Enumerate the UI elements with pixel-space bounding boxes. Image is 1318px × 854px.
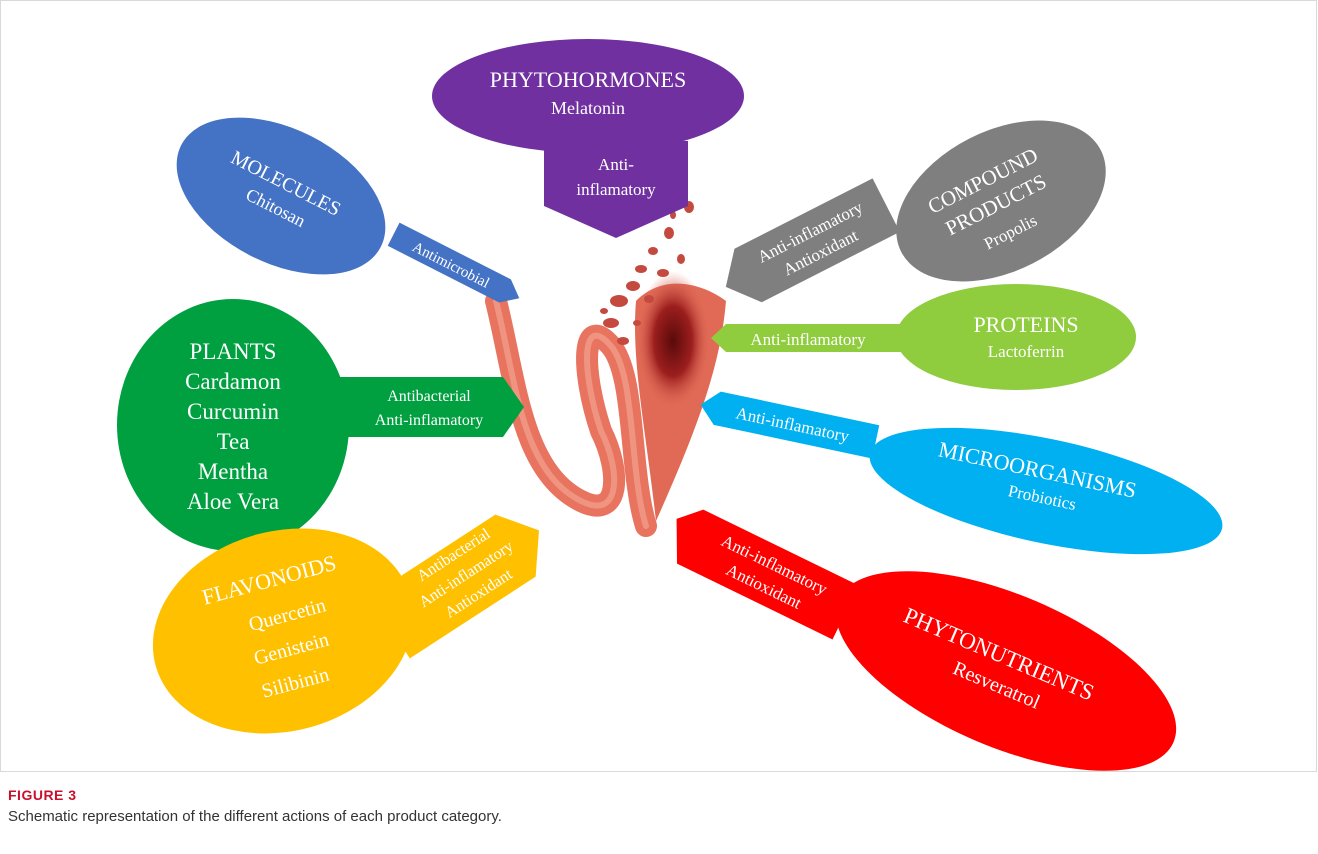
proteins-item: Lactoferrin [988, 342, 1065, 361]
plants-item-2: Curcumin [187, 399, 279, 424]
figure-frame: PHYTOHORMONES Melatonin Anti- inflamator… [0, 0, 1317, 772]
plants-action-1: Antibacterial [387, 388, 471, 405]
figure-caption: Schematic representation of the differen… [8, 808, 502, 825]
category-compound-products: Anti-inflamatory Antioxidant COMPOUND PR… [712, 88, 1132, 314]
plants-item-1: Cardamon [185, 369, 281, 394]
flavonoids-bubble [130, 500, 437, 762]
category-plants: Antibacterial Anti-inflamatory PLANTS Ca… [117, 299, 524, 551]
category-proteins: Anti-inflamatory PROTEINS Lactoferrin [711, 284, 1136, 390]
proteins-bubble [896, 284, 1136, 390]
plants-item-3: Tea [217, 429, 250, 454]
compound-products-arrow [712, 178, 900, 313]
figure-label: FIGURE 3 [8, 787, 77, 803]
proteins-title: PROTEINS [973, 312, 1078, 337]
proteins-action: Anti-inflamatory [750, 330, 866, 349]
phytonutrients-arrow [659, 501, 859, 640]
phytohormones-action-1: Anti- [598, 155, 634, 174]
phytohormones-item: Melatonin [551, 98, 625, 118]
phytohormones-action-2: inflamatory [576, 180, 656, 199]
plants-title: PLANTS [190, 339, 277, 364]
plants-item-4: Mentha [198, 459, 268, 484]
category-phytohormones: PHYTOHORMONES Melatonin Anti- inflamator… [432, 39, 744, 238]
molecules-bubble [151, 85, 411, 306]
plants-item-5: Aloe Vera [187, 489, 279, 514]
tooth-illustration [496, 201, 726, 526]
plants-action-2: Anti-inflamatory [375, 412, 483, 429]
phytohormones-title: PHYTOHORMONES [490, 67, 686, 92]
diagram: PHYTOHORMONES Melatonin Anti- inflamator… [1, 1, 1318, 773]
phytohormones-bubble [432, 39, 744, 153]
inflammation-core [635, 271, 711, 411]
